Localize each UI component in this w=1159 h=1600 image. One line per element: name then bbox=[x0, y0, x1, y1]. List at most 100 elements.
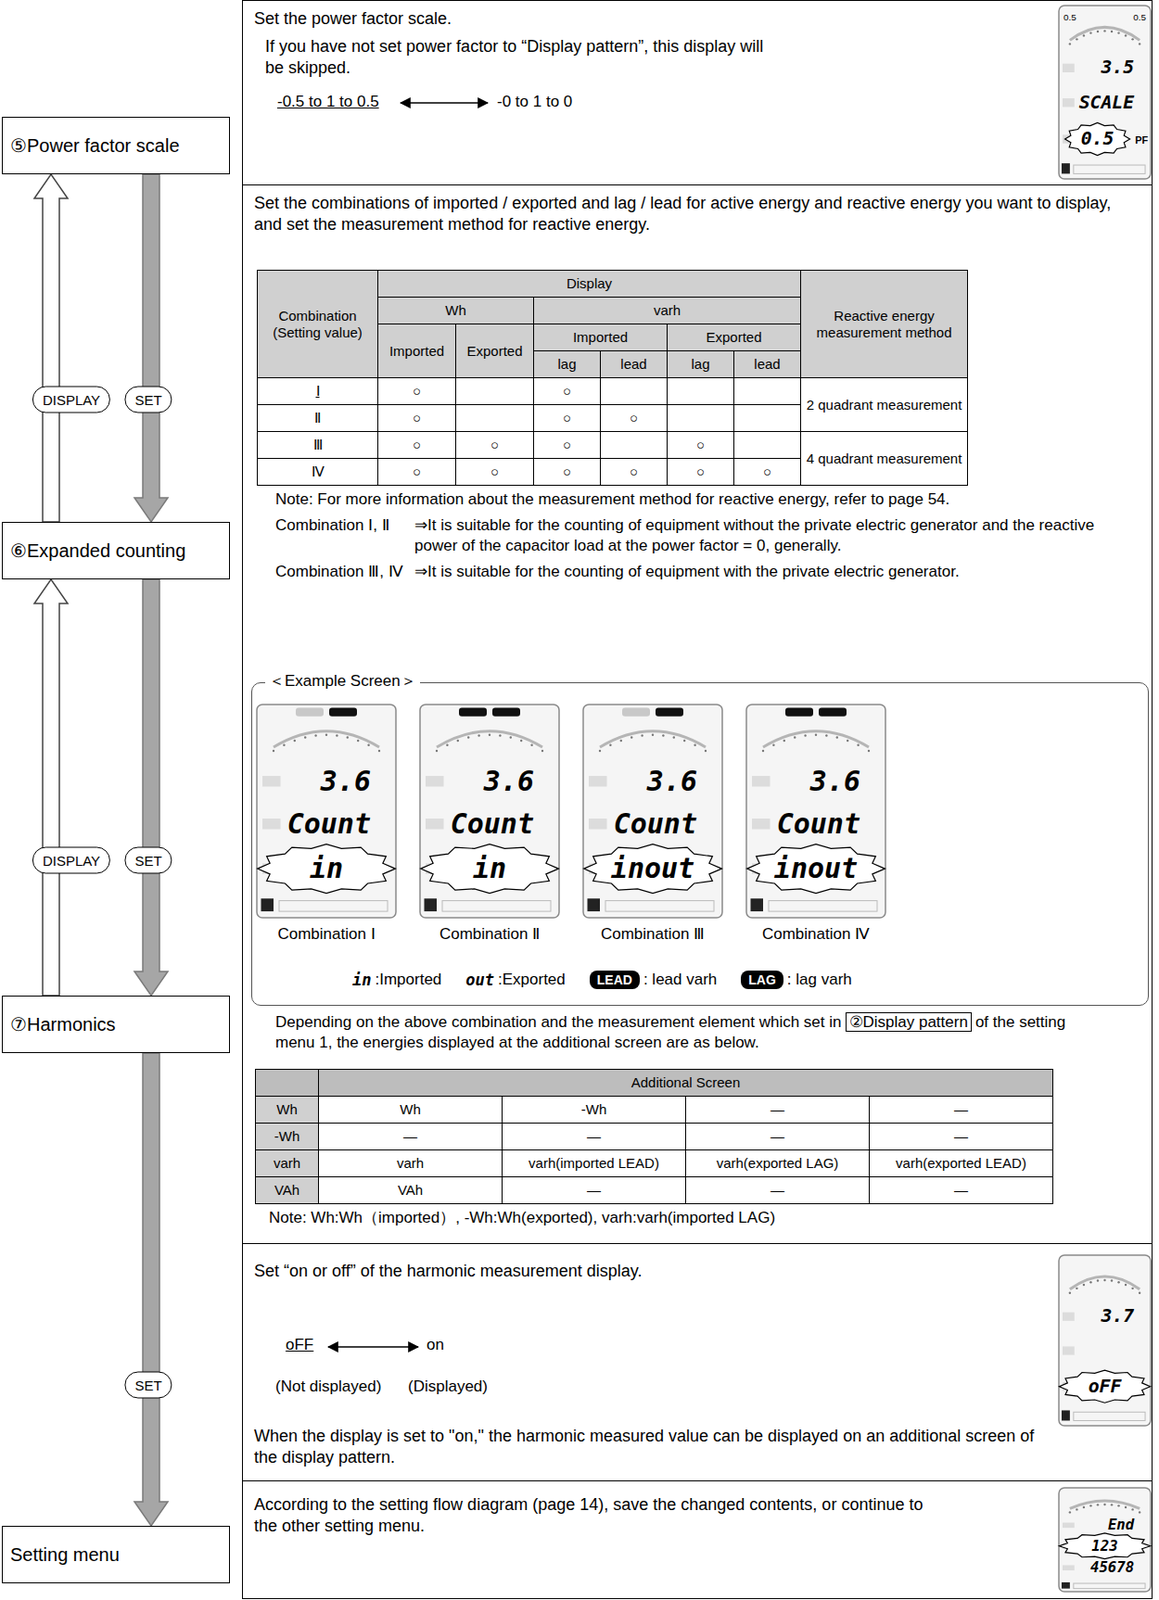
lcd-reading: in bbox=[309, 854, 344, 883]
table-cell: varh bbox=[318, 1150, 503, 1178]
segment-ghost bbox=[1062, 1346, 1075, 1355]
segment-ghost bbox=[588, 776, 608, 788]
arc-tick bbox=[356, 739, 359, 742]
lcd-screen bbox=[420, 704, 560, 918]
arc-tick bbox=[836, 736, 839, 739]
table-cell: ○ bbox=[378, 432, 457, 459]
bar-graph-arc bbox=[1069, 26, 1140, 40]
cell-text: Reactive energy measurement method bbox=[816, 307, 953, 340]
table-cell: lead bbox=[600, 351, 668, 379]
arc-tick bbox=[620, 739, 623, 742]
node-text: According to the setting flow diagram (p… bbox=[254, 1494, 941, 1539]
cell-text: ○ bbox=[696, 463, 705, 480]
arc-tick bbox=[1117, 1281, 1120, 1284]
note-group: Note: For more information about the mea… bbox=[275, 489, 1110, 583]
cell-text: Ⅱ bbox=[314, 409, 321, 426]
arc-tick bbox=[282, 744, 285, 747]
cell-text: ○ bbox=[763, 463, 772, 480]
table-cell: Exported bbox=[456, 324, 535, 379]
table-cell: varh bbox=[255, 1150, 319, 1178]
cell-text: 2 quadrant measurement bbox=[806, 396, 963, 413]
arc-tick bbox=[520, 739, 523, 742]
group-heading: ＜Example Screen＞ bbox=[265, 671, 421, 692]
key-label: DISPLAY bbox=[32, 847, 111, 875]
lcd-reading: 45678 bbox=[1090, 1560, 1134, 1576]
arc-tick bbox=[378, 750, 381, 752]
node-text: ⑦Harmonics bbox=[10, 1012, 116, 1037]
lcd-reading: 3.6 bbox=[483, 767, 535, 796]
lead-icon bbox=[785, 707, 814, 716]
table-cell: ○ bbox=[600, 405, 668, 433]
lcd-frame bbox=[420, 704, 560, 918]
arc-tick bbox=[683, 739, 686, 742]
table-cell: varh bbox=[534, 297, 802, 325]
cell-text: Ⅲ bbox=[313, 436, 323, 453]
lcd-reading: inout bbox=[611, 854, 695, 883]
arc-tick bbox=[1117, 1504, 1120, 1507]
node-text: ⑤Power factor scale bbox=[10, 133, 180, 158]
screen-caption: Combination Ⅱ bbox=[439, 925, 540, 944]
arc-tick bbox=[325, 734, 328, 737]
symbol-key-item: LEAD bbox=[589, 970, 640, 990]
cell-text: ○ bbox=[562, 463, 572, 480]
cell-text: — bbox=[954, 1101, 968, 1118]
cell-text: ○ bbox=[412, 382, 421, 399]
table-cell bbox=[734, 378, 802, 406]
arc-tick bbox=[367, 744, 370, 747]
step-box: Setting menu bbox=[1, 1526, 230, 1584]
cell-text: -Wh bbox=[274, 1128, 301, 1145]
segment-ghost bbox=[588, 818, 608, 830]
cell-text: -Wh bbox=[581, 1101, 608, 1118]
cell-text: Wh bbox=[399, 1101, 421, 1118]
combination-name: Combination Ⅰ, Ⅱ bbox=[275, 515, 415, 557]
arc-tick bbox=[673, 736, 676, 739]
arc-tick bbox=[1103, 29, 1106, 32]
table-cell: 4 quadrant measurement bbox=[801, 432, 968, 486]
arc-tick bbox=[1103, 1503, 1106, 1506]
cell-text: varh(exported LAG) bbox=[716, 1155, 840, 1172]
cell-text: ○ bbox=[490, 463, 499, 480]
lcd-reading: 3.6 bbox=[320, 767, 371, 796]
status-strip bbox=[279, 901, 388, 913]
table-cell: ○ bbox=[378, 458, 457, 486]
lag-icon bbox=[818, 707, 847, 716]
status-strip bbox=[1073, 165, 1146, 174]
option-note: (Not displayed) bbox=[275, 1377, 382, 1397]
table-cell: -Wh bbox=[502, 1096, 687, 1124]
table-cell bbox=[734, 405, 802, 433]
table-cell: — bbox=[686, 1123, 870, 1151]
arc-tick bbox=[1069, 1511, 1071, 1514]
symbol-key-item: :Imported bbox=[374, 969, 442, 991]
cell-text: — bbox=[403, 1128, 418, 1145]
lcd-reading: PF bbox=[1134, 134, 1148, 147]
cell-text: Exported bbox=[466, 343, 523, 359]
lag-icon bbox=[655, 707, 684, 716]
arc-tick bbox=[1131, 38, 1134, 40]
arc-tick bbox=[772, 744, 775, 747]
cell-text: Additional Screen bbox=[631, 1074, 741, 1091]
battery-icon bbox=[424, 898, 438, 912]
arc-tick bbox=[1082, 34, 1085, 37]
example-group: ＜Example Screen＞ bbox=[251, 682, 1149, 1007]
step-box: ⑥Expanded counting bbox=[1, 522, 230, 580]
arc-tick bbox=[856, 744, 859, 747]
status-strip bbox=[1073, 1583, 1146, 1590]
arc-tick bbox=[509, 736, 512, 739]
status-strip bbox=[442, 901, 551, 913]
symbol-key-item: out bbox=[465, 972, 495, 989]
battery-icon bbox=[587, 898, 601, 912]
arc-tick bbox=[825, 734, 828, 737]
blink-mark bbox=[1065, 122, 1131, 155]
lcd-frame bbox=[1058, 5, 1151, 179]
set-arrow bbox=[134, 1053, 168, 1527]
lag-icon bbox=[329, 707, 357, 716]
screen-caption: Combination Ⅲ bbox=[600, 925, 705, 944]
node-text: If you have not set power factor to “Dis… bbox=[265, 36, 785, 80]
arc-tick bbox=[314, 734, 317, 737]
screen-caption: Combination Ⅰ bbox=[277, 925, 375, 944]
blink-mark bbox=[1058, 1370, 1150, 1403]
table-cell: lag bbox=[534, 351, 601, 379]
segment-ghost bbox=[751, 818, 771, 830]
battery-icon bbox=[1061, 1410, 1070, 1421]
